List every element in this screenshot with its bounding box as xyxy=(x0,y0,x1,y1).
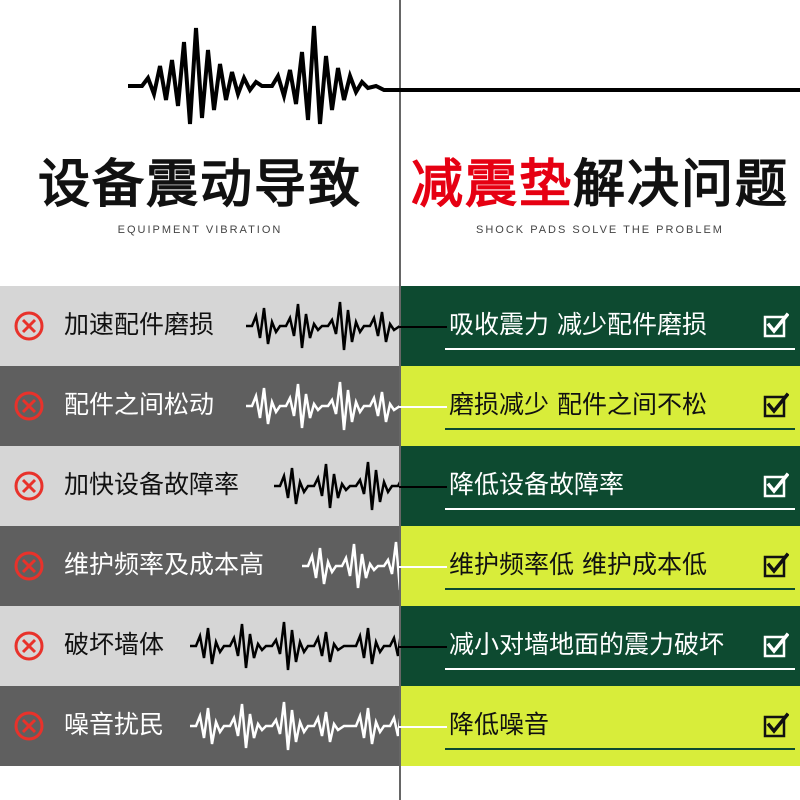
solution-underline xyxy=(445,748,795,750)
solution-underline xyxy=(445,348,795,350)
problem-text: 加速配件磨损 xyxy=(64,310,215,339)
x-circle-icon xyxy=(14,631,44,661)
x-circle-icon xyxy=(14,391,44,421)
comparison-row: 加快设备故障率 降低设备故障率 xyxy=(0,446,800,526)
problem-cell: 加速配件磨损 xyxy=(0,286,399,366)
checkbox-check-icon xyxy=(763,312,789,338)
solution-text: 吸收震力 减少配件磨损 xyxy=(449,310,707,339)
comparison-row: 配件之间松动 磨损减少 配件之间不松 xyxy=(0,366,800,446)
vibration-wave-icon xyxy=(190,701,399,751)
problem-text: 加快设备故障率 xyxy=(64,470,240,499)
solution-text: 降低设备故障率 xyxy=(449,470,625,499)
problem-cell: 维护频率及成本高 xyxy=(0,526,399,606)
checkbox-check-icon xyxy=(763,472,789,498)
vibration-wave-icon xyxy=(302,541,399,591)
problem-text: 配件之间松动 xyxy=(64,390,215,419)
comparison-row: 维护频率及成本高 维护频率低 维护成本低 xyxy=(0,526,800,606)
solution-underline xyxy=(445,508,795,510)
x-circle-icon xyxy=(14,471,44,501)
vibration-wave-icon xyxy=(246,301,399,351)
vibration-wave-icon xyxy=(190,621,399,671)
right-title-rest: 解决问题 xyxy=(573,155,790,215)
solution-cell: 吸收震力 减少配件磨损 xyxy=(401,286,800,366)
vibration-wave-icon xyxy=(274,461,399,511)
connector-line xyxy=(399,486,447,488)
solution-cell: 降低设备故障率 xyxy=(401,446,800,526)
right-subtitle: SHOCK PADS SOLVE THE PROBLEM xyxy=(476,224,724,236)
vibration-wave-icon xyxy=(128,25,800,125)
problem-cell: 破坏墙体 xyxy=(0,606,399,686)
comparison-row: 破坏墙体 减小对墙地面的震力破坏 xyxy=(0,606,800,686)
solution-cell: 维护频率低 维护成本低 xyxy=(401,526,800,606)
connector-line xyxy=(399,646,447,648)
vibration-wave-icon xyxy=(246,381,399,431)
checkbox-check-icon xyxy=(763,632,789,658)
right-header: 减震垫解决问题 SHOCK PADS SOLVE THE PROBLEM xyxy=(400,150,800,236)
solution-text: 磨损减少 配件之间不松 xyxy=(449,390,707,419)
left-title: 设备震动导致 xyxy=(37,155,362,215)
problem-text: 维护频率及成本高 xyxy=(64,550,265,579)
x-circle-icon xyxy=(14,551,44,581)
solution-cell: 减小对墙地面的震力破坏 xyxy=(401,606,800,686)
center-divider xyxy=(399,0,401,800)
problem-text: 噪音扰民 xyxy=(64,710,165,739)
solution-underline xyxy=(445,668,795,670)
connector-line xyxy=(399,566,447,568)
right-title-highlight: 减震垫 xyxy=(410,155,573,215)
right-title: 减震垫解决问题 xyxy=(400,150,800,220)
checkbox-check-icon xyxy=(763,712,789,738)
checkbox-check-icon xyxy=(763,552,789,578)
solution-cell: 磨损减少 配件之间不松 xyxy=(401,366,800,446)
solution-underline xyxy=(445,588,795,590)
solution-text: 降低噪音 xyxy=(449,710,550,739)
checkbox-check-icon xyxy=(763,392,789,418)
connector-line xyxy=(399,406,447,408)
solution-text: 维护频率低 维护成本低 xyxy=(449,550,707,579)
comparison-row: 加速配件磨损 吸收震力 减少配件磨损 xyxy=(0,286,800,366)
solution-cell: 降低噪音 xyxy=(401,686,800,766)
problem-text: 破坏墙体 xyxy=(64,630,165,659)
left-header: 设备震动导致 EQUIPMENT VIBRATION xyxy=(0,150,400,236)
solution-underline xyxy=(445,428,795,430)
connector-line xyxy=(399,726,447,728)
left-subtitle: EQUIPMENT VIBRATION xyxy=(117,224,283,236)
x-circle-icon xyxy=(14,711,44,741)
connector-line xyxy=(399,326,447,328)
comparison-row: 噪音扰民 降低噪音 xyxy=(0,686,800,766)
solution-text: 减小对墙地面的震力破坏 xyxy=(449,630,725,659)
x-circle-icon xyxy=(14,311,44,341)
